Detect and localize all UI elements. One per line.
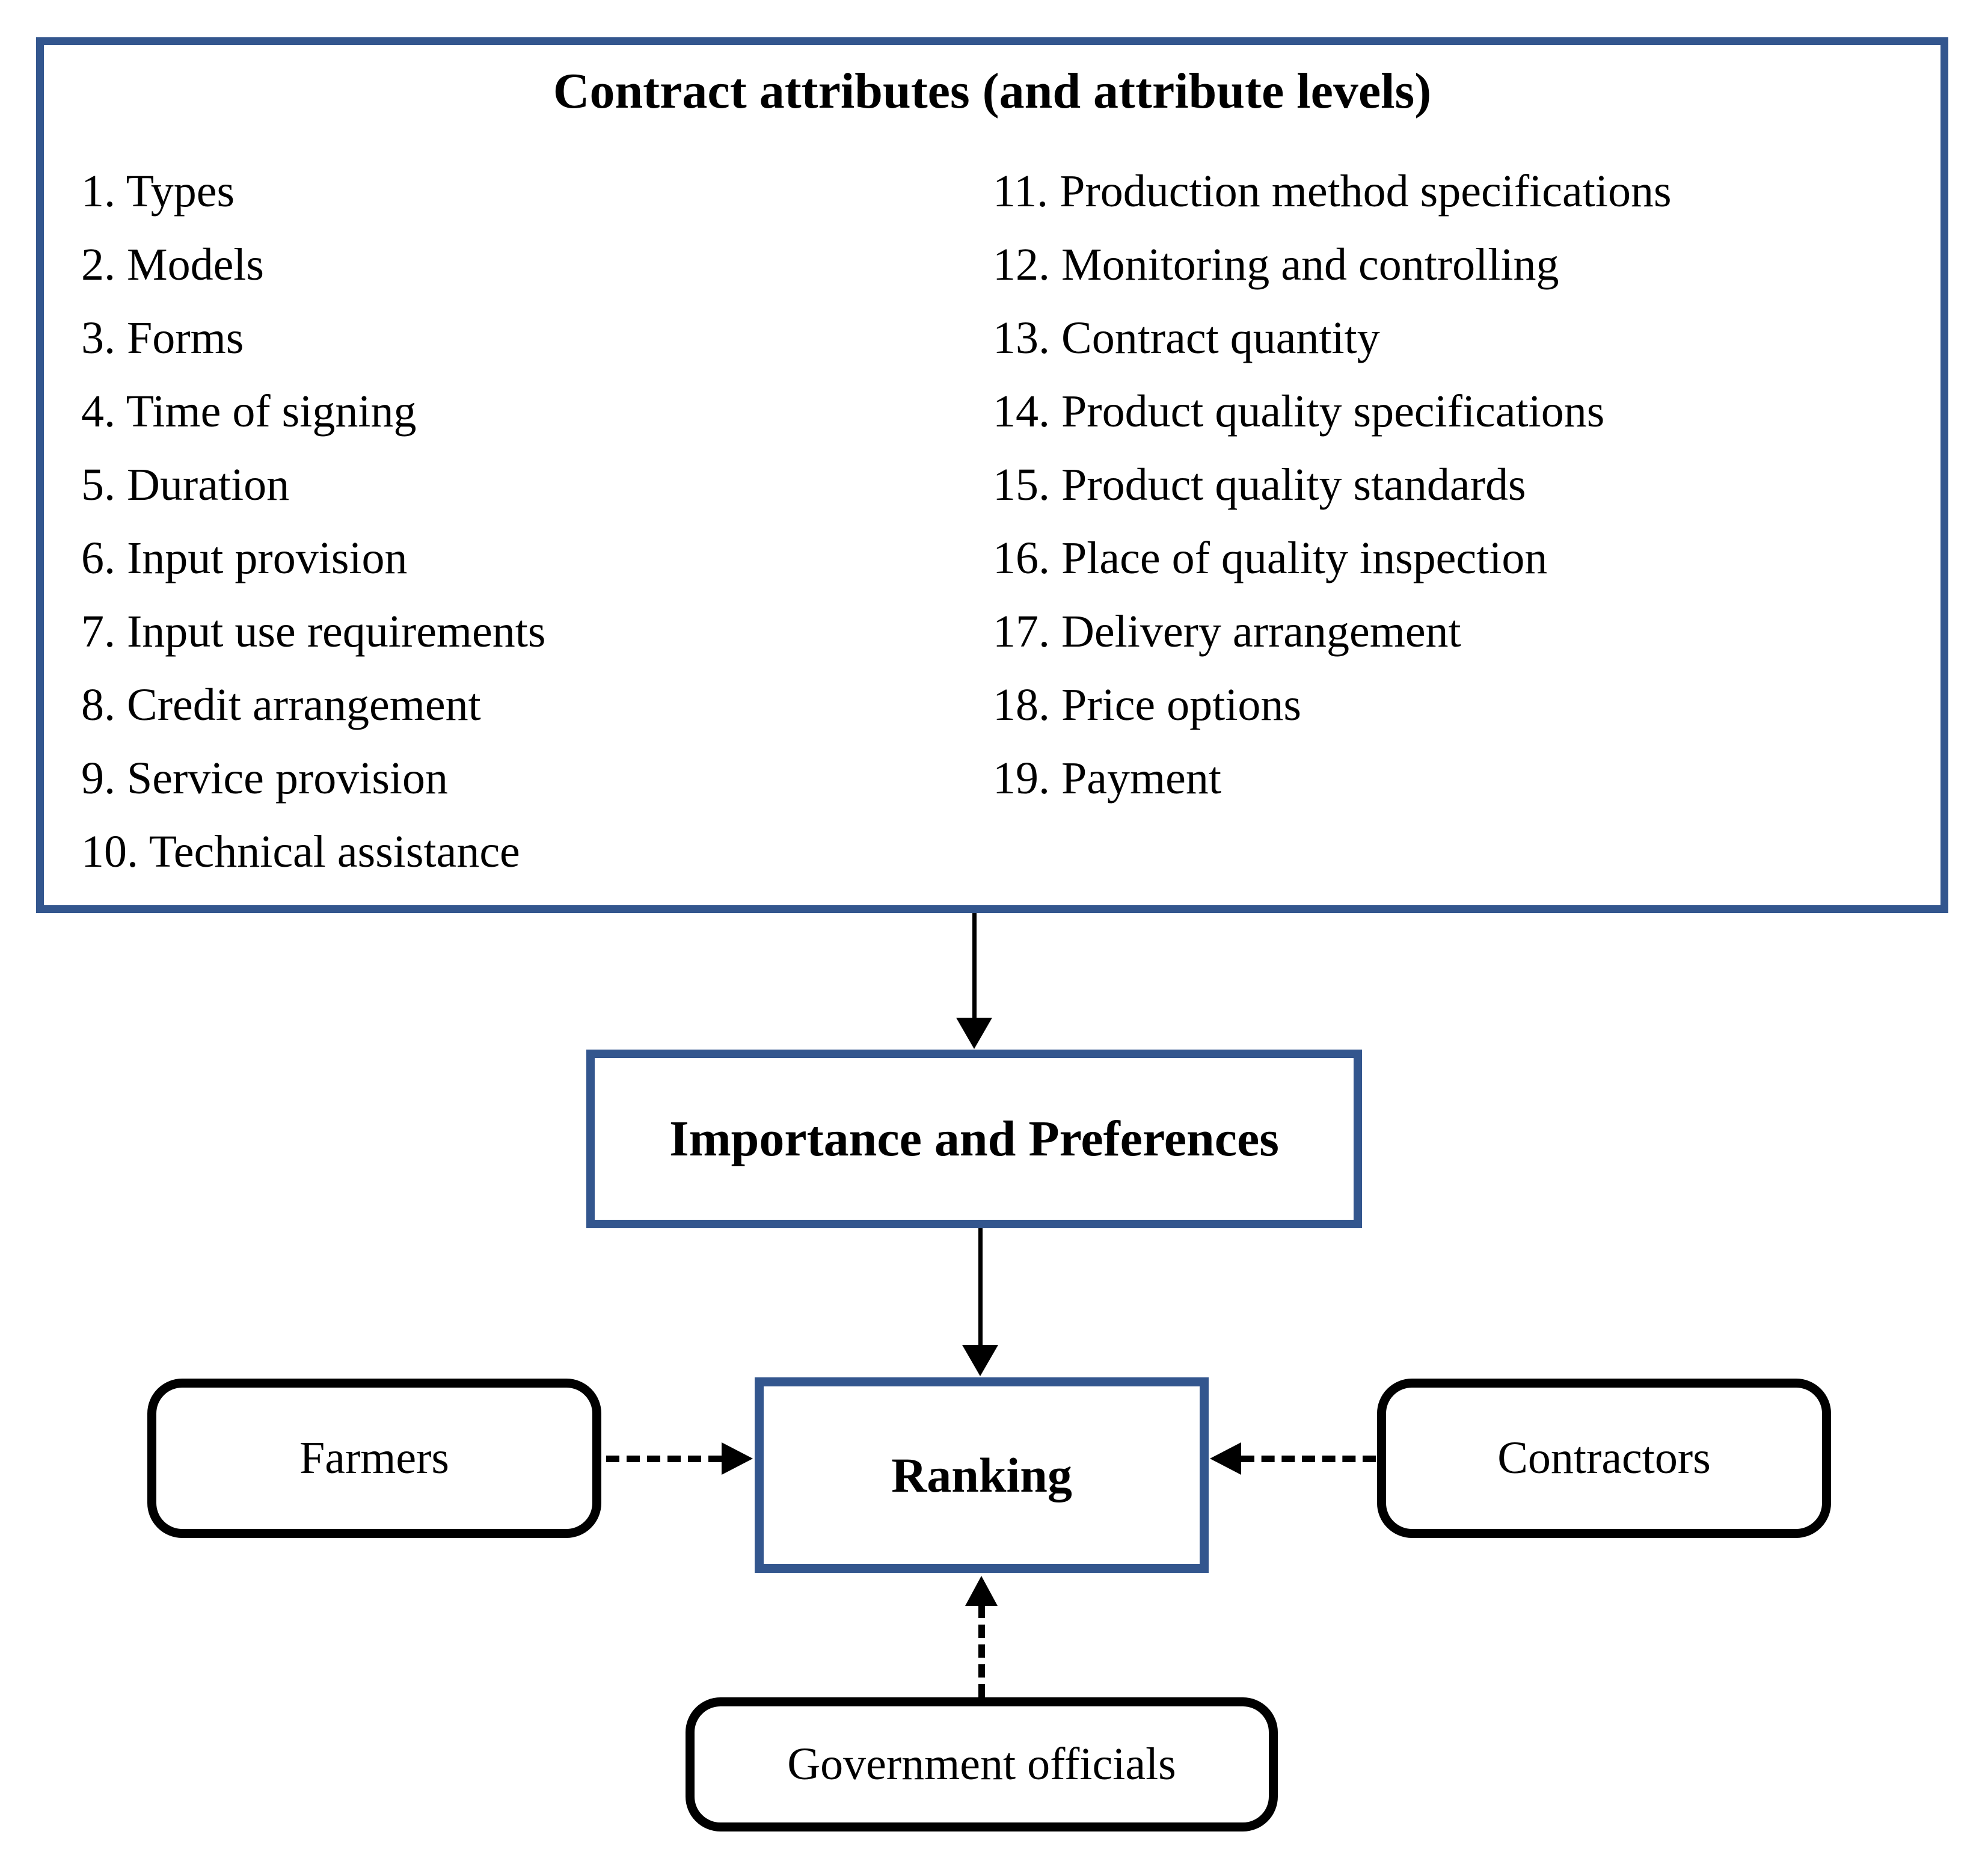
importance-preferences-label: Importance and Preferences	[669, 1111, 1279, 1167]
attribute-item: 5. Duration	[81, 460, 290, 510]
farmers-box: Farmers	[147, 1379, 601, 1538]
attribute-item: 19. Payment	[993, 753, 1221, 804]
government-to-ranking-arrowhead	[965, 1576, 998, 1606]
attribute-item: 13. Contract quantity	[993, 313, 1380, 363]
attribute-item: 12. Monitoring and controlling	[993, 239, 1559, 290]
government-officials-box: Government officials	[686, 1697, 1278, 1831]
arrow-importance-to-ranking-line	[978, 1228, 983, 1346]
attributes-column-left: 1. Types 2. Models 3. Forms 4. Time of sign…	[81, 155, 545, 888]
farmers-label: Farmers	[299, 1433, 450, 1483]
contract-attributes-title: Contract attributes (and attribute level…	[553, 63, 1432, 119]
attribute-item: 2. Models	[81, 239, 264, 290]
attribute-item: 16. Place of quality inspection	[993, 533, 1548, 583]
attribute-item: 18. Price options	[993, 680, 1301, 730]
government-to-ranking-connector	[978, 1605, 985, 1697]
attribute-item: 11. Production method specifications	[993, 166, 1672, 217]
attribute-item: 14. Product quality specifications	[993, 386, 1605, 437]
farmers-to-ranking-connector	[606, 1456, 722, 1462]
arrow-attributes-to-importance-line	[972, 913, 977, 1021]
attribute-item: 6. Input provision	[81, 533, 408, 583]
ranking-label: Ranking	[891, 1447, 1072, 1502]
contractors-to-ranking-connector	[1241, 1456, 1376, 1462]
attribute-item: 9. Service provision	[81, 753, 449, 804]
attribute-item: 1. Types	[81, 166, 235, 217]
arrow-attributes-to-importance-head	[956, 1018, 992, 1049]
importance-preferences-box: Importance and Preferences	[586, 1050, 1362, 1228]
ranking-box: Ranking	[755, 1377, 1209, 1573]
attributes-column-right: 11. Production method specifications 12. …	[993, 155, 1672, 815]
attribute-item: 3. Forms	[81, 313, 244, 363]
contractors-to-ranking-arrowhead	[1210, 1442, 1241, 1475]
government-officials-label: Government officials	[787, 1739, 1176, 1789]
arrow-importance-to-ranking-head	[962, 1345, 998, 1376]
attribute-item: 8. Credit arrangement	[81, 680, 481, 730]
attribute-item: 7. Input use requirements	[81, 606, 546, 657]
contractors-label: Contractors	[1497, 1433, 1711, 1483]
attribute-item: 10. Technical assistance	[81, 826, 520, 877]
farmers-to-ranking-arrowhead	[722, 1442, 753, 1475]
attribute-item: 4. Time of signing	[81, 386, 417, 437]
attribute-item: 17. Delivery arrangement	[993, 606, 1461, 657]
contract-attributes-box: Contract attributes (and attribute level…	[36, 37, 1948, 913]
contractors-box: Contractors	[1377, 1379, 1831, 1538]
attribute-item: 15. Product quality standards	[993, 460, 1526, 510]
